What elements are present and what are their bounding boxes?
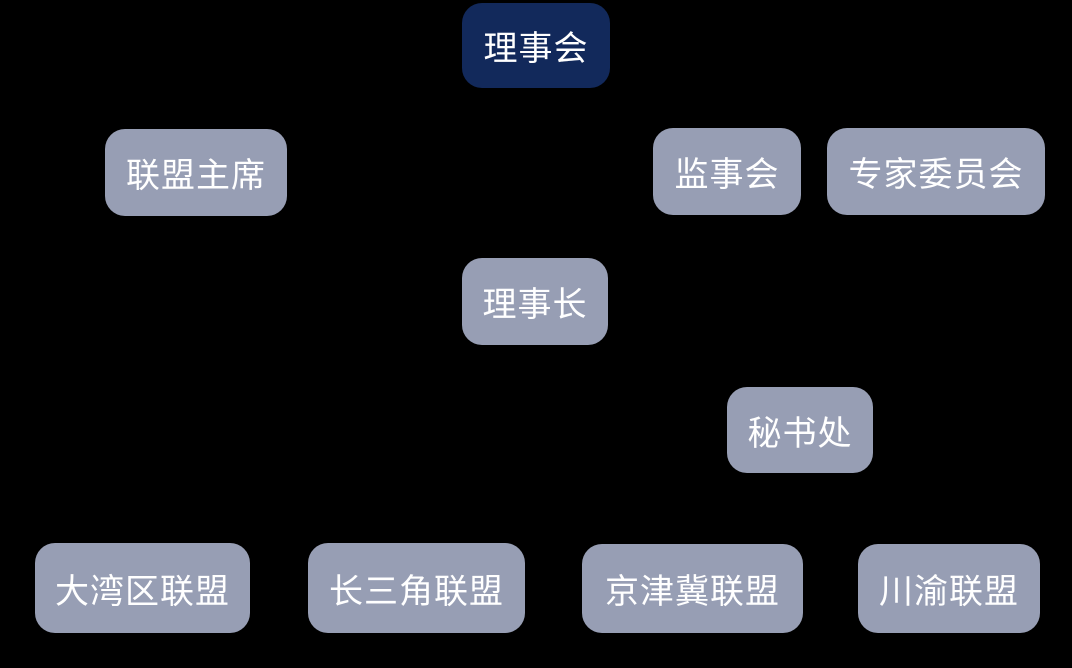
node-alliance-chairman: 联盟主席 [105, 129, 287, 216]
node-yangtze-delta-alliance: 长三角联盟 [308, 543, 525, 633]
node-greater-bay-area-alliance: 大湾区联盟 [35, 543, 250, 633]
node-council: 理事会 [462, 3, 610, 88]
node-council-president: 理事长 [462, 258, 608, 345]
node-chuanyu-alliance: 川渝联盟 [858, 544, 1040, 633]
node-secretariat: 秘书处 [727, 387, 873, 473]
node-supervisory-board: 监事会 [653, 128, 801, 215]
node-expert-committee: 专家委员会 [827, 128, 1045, 215]
node-jingjinji-alliance: 京津冀联盟 [582, 544, 803, 633]
